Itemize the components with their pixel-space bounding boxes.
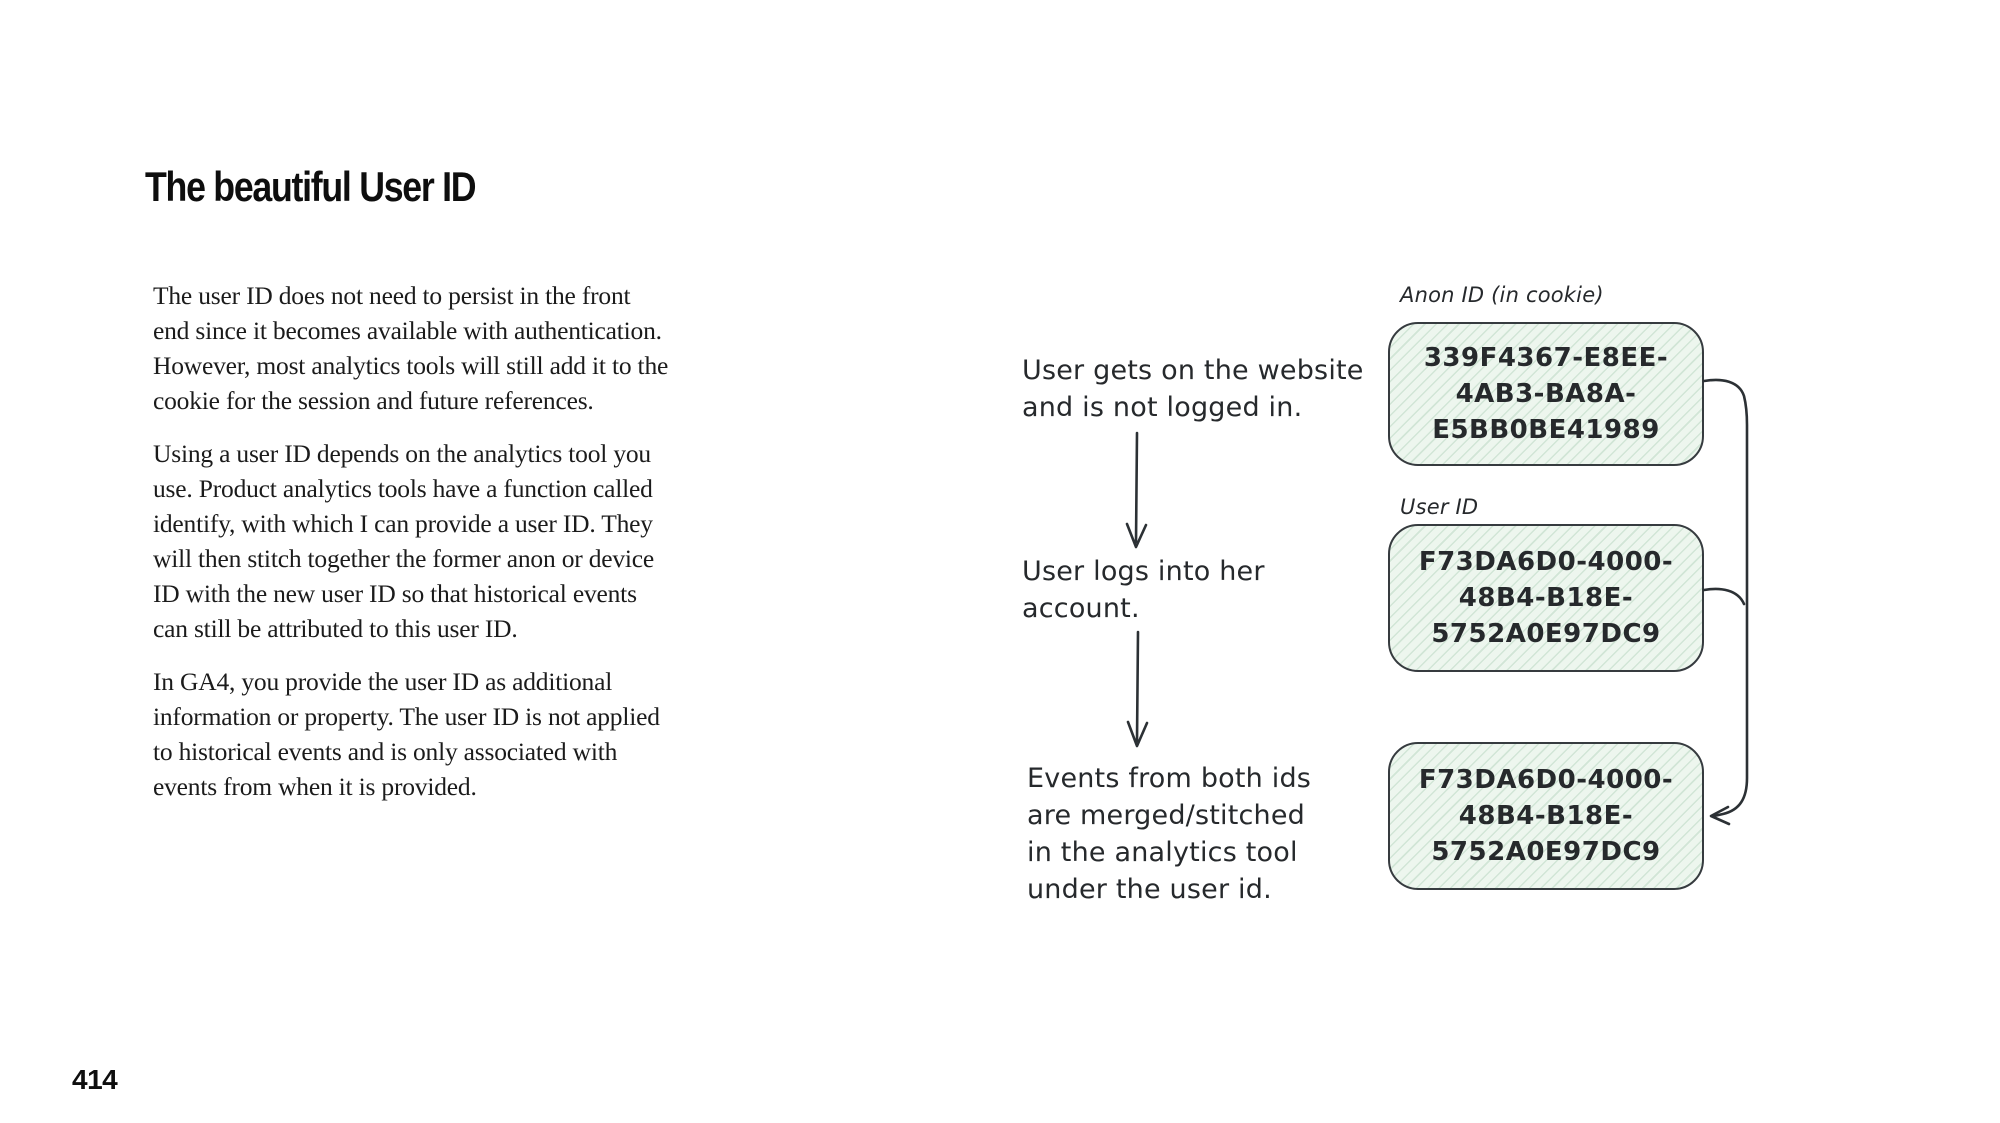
user-id-label: User ID [1400,495,1479,519]
connector-line [1702,378,1749,818]
user-id-box: F73DA6D0-4000- 48B4-B18E- 5752A0E97DC9 [1388,524,1704,672]
paragraph: The user ID does not need to persist in … [153,281,669,415]
merged-id-value: F73DA6D0-4000- 48B4-B18E- 5752A0E97DC9 [1418,765,1674,867]
page-title: The beautiful User ID [145,163,477,210]
down-arrow-icon [1126,630,1149,748]
paragraph: In GA4, you provide the user ID as addit… [153,667,660,801]
anon-id-box: 339F4367-E8EE- 4AB3-BA8A- E5BB0BE41989 [1388,322,1704,466]
step-note-1: User gets on the website and is not logg… [1022,355,1364,423]
anon-id-value: 339F4367-E8EE- 4AB3-BA8A- E5BB0BE41989 [1423,343,1669,445]
user-id-value: F73DA6D0-4000- 48B4-B18E- 5752A0E97DC9 [1418,547,1674,649]
step-note-2: User logs into her account. [1022,556,1265,624]
anon-id-label: Anon ID (in cookie) [1400,283,1604,307]
step-note-3: Events from both ids are merged/stitched… [1027,763,1312,905]
paragraph: Using a user ID depends on the analytics… [153,439,655,643]
article-body: The user ID does not need to persist in … [153,278,713,822]
down-arrow-icon [1125,431,1148,549]
left-arrowhead-icon [1709,805,1731,826]
connector-stub [1702,587,1746,606]
merged-id-box: F73DA6D0-4000- 48B4-B18E- 5752A0E97DC9 [1388,742,1704,890]
page-number: 414 [72,1064,118,1095]
